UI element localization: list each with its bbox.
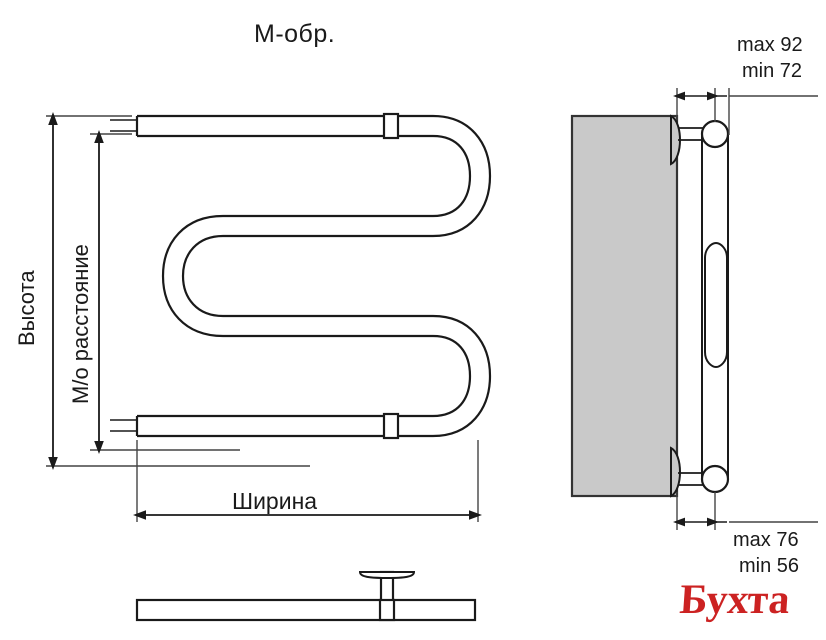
- label-width: Ширина: [232, 488, 318, 514]
- dimension-top-depth: [673, 88, 818, 135]
- pipe-union-fitting-top: [382, 112, 400, 140]
- dimension-bottom-depth: [673, 492, 818, 530]
- pipe-section-circle-bottom: [700, 464, 730, 494]
- dimension-label-bottom-min: min 56: [739, 555, 800, 577]
- dimension-label-top-max: max 92: [737, 34, 803, 56]
- watermark-logo: Бухта: [677, 576, 792, 624]
- label-center-distance: М/о расстояние: [68, 244, 93, 404]
- wall-bracket-plate-bottom: [670, 446, 681, 498]
- pipe-inlet-stub-top: [110, 119, 137, 132]
- wall-block: [570, 114, 679, 498]
- dimension-label-bottom-max: max 76: [733, 529, 799, 551]
- dimension-center-distance: [90, 130, 240, 454]
- serpentine-pipe-outline: [135, 114, 492, 438]
- dimension-width: [133, 440, 482, 522]
- top-view-bracket-profile: [135, 570, 477, 622]
- watermark-text: Бухта: [678, 577, 791, 623]
- pipe-section-circle-top: [700, 119, 730, 149]
- dimension-height: [46, 112, 310, 470]
- side-view-wall-mount: [570, 114, 730, 498]
- pipe-union-fitting-bottom: [382, 412, 400, 440]
- pipe-inlet-stub-bottom: [110, 419, 137, 432]
- wall-bracket-plate-top: [670, 114, 681, 166]
- dimension-label-top-min: min 72: [742, 60, 803, 82]
- page-title: М-обр.: [254, 20, 336, 48]
- label-height: Высота: [14, 270, 39, 346]
- middle-bend-capsule: [704, 241, 728, 369]
- front-view-m-shaped-radiator: [110, 112, 492, 440]
